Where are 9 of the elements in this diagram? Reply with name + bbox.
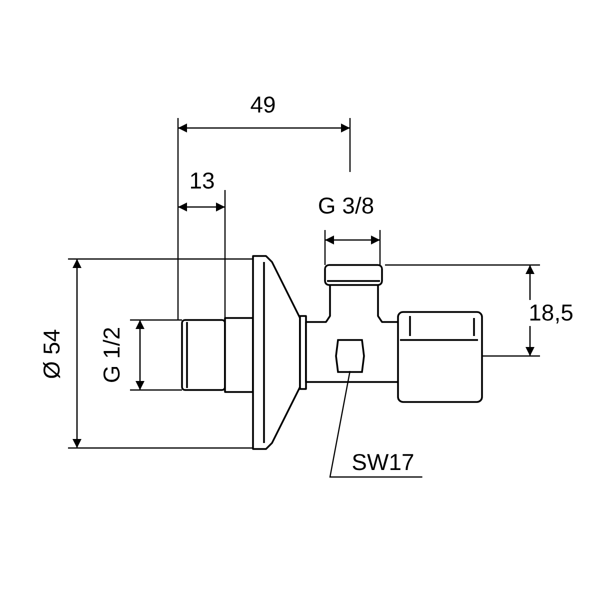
dimension-label: G 3/8	[318, 194, 374, 218]
hex-nut-drawing	[335, 339, 365, 373]
callout-label: SW17	[350, 449, 422, 477]
dimension-label: Ø 54	[40, 329, 64, 379]
dimension-label: 13	[189, 170, 215, 192]
dimension-label: 49	[250, 94, 276, 116]
dimension-label: 18,5	[528, 302, 574, 324]
dimension-label: G 1/2	[100, 326, 124, 384]
leader-line	[329, 370, 422, 478]
